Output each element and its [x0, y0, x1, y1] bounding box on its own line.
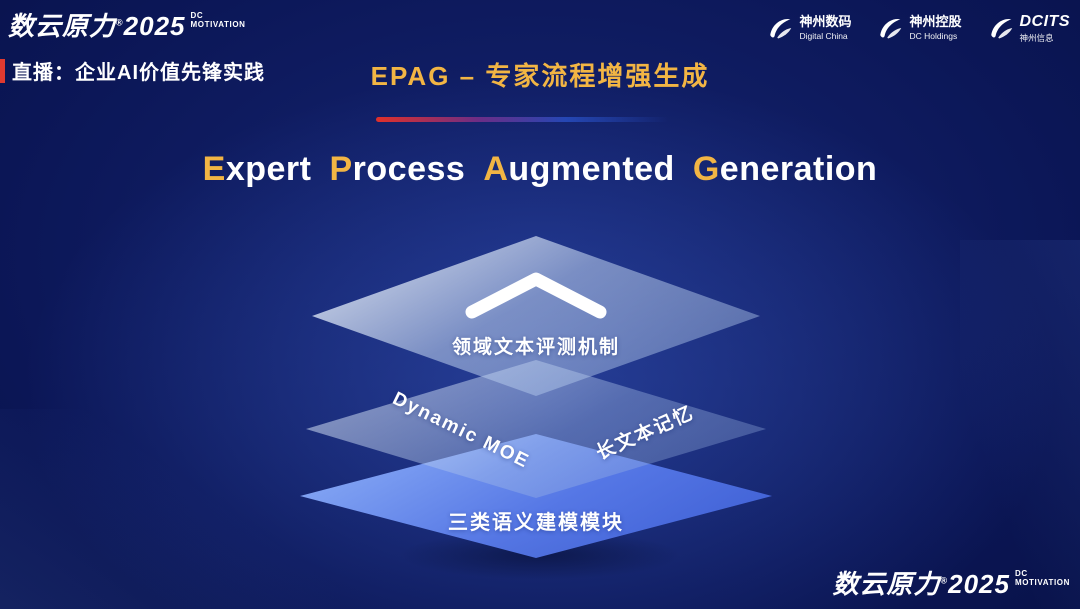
- background-streak-left: [0, 409, 340, 609]
- brand-wordmark: 数云原力®2025: [8, 6, 186, 43]
- brand-registered-mark: ®: [940, 575, 949, 586]
- logo-en-label: Digital China: [799, 30, 848, 41]
- logo-text: 神州数码 Digital China: [799, 14, 851, 42]
- headline-rest: rocess: [352, 150, 466, 188]
- page-title: EPAG – 专家流程增强生成: [370, 61, 710, 91]
- brand-sub-line1: DC: [190, 11, 204, 20]
- headline-rest: xpert: [225, 150, 312, 188]
- logo-dc-holdings: 神州控股 DC Holdings: [875, 14, 962, 42]
- chevron-up-icon: [465, 272, 607, 319]
- brand-registered-mark: ®: [116, 17, 124, 28]
- layer-top-label: 领域文本评测机制: [451, 337, 621, 358]
- headline-word: Expert: [203, 150, 312, 189]
- logo-digital-china: 神州数码 Digital China: [765, 14, 851, 42]
- brand-sub-line2: MOTIVATION: [1014, 578, 1070, 588]
- logo-en-label: DC Holdings: [909, 30, 958, 41]
- logo-cn-label: DCITS: [1019, 13, 1070, 30]
- headline-word: Augmented: [483, 150, 675, 189]
- live-accent-bar: [0, 58, 5, 83]
- live-label: 直播：企业AI价值先锋实践: [12, 62, 265, 84]
- headline-cap: A: [483, 150, 509, 188]
- gradient-divider: [376, 117, 668, 122]
- brand-year: 2025: [123, 11, 186, 41]
- brand-sub-line2: MOTIVATION: [190, 20, 246, 30]
- brand-subtext: DC MOTIVATION: [191, 11, 246, 29]
- headline-cap: G: [692, 150, 720, 188]
- headline-word: Process: [329, 150, 465, 189]
- logo-cn-label: 神州数码: [799, 13, 852, 29]
- brand-logo-top-left: 数云原力®2025 DC MOTIVATION: [8, 6, 246, 43]
- logo-text: 神州控股 DC Holdings: [909, 14, 961, 42]
- brand-name: 数云原力: [8, 11, 117, 41]
- brand-wordmark: 数云原力®2025: [832, 564, 1010, 601]
- swoosh-logo-icon: [990, 18, 1012, 39]
- logo-dcits: DCITS 神州信息: [986, 12, 1071, 44]
- logo-cn-label: 神州控股: [909, 13, 962, 29]
- logo-en-label: 神州信息: [1019, 32, 1054, 43]
- logo-text: DCITS 神州信息: [1020, 12, 1071, 44]
- headline-cap: P: [329, 150, 353, 188]
- headline-word: Generation: [693, 150, 878, 189]
- partner-logos: 神州数码 Digital China 神州控股 DC Holdings DCIT…: [765, 12, 1070, 44]
- headline: Expert Process Augmented Generation: [0, 150, 1080, 189]
- layer-bottom-label: 三类语义建模模块: [448, 512, 624, 534]
- headline-cap: E: [202, 150, 226, 188]
- brand-year: 2025: [948, 569, 1010, 599]
- background-streak-right: [960, 240, 1080, 609]
- brand-subtext: DC MOTIVATION: [1015, 569, 1070, 587]
- brand-name: 数云原力: [832, 569, 941, 599]
- live-strip: 直播：企业AI价值先锋实践: [0, 56, 265, 85]
- swoosh-logo-icon: [770, 18, 792, 39]
- brand-sub-line1: DC: [1014, 569, 1028, 578]
- headline-rest: eneration: [719, 150, 878, 188]
- swoosh-logo-icon: [880, 18, 902, 39]
- brand-logo-bottom-right: 数云原力®2025 DC MOTIVATION: [832, 564, 1070, 601]
- headline-rest: ugmented: [508, 150, 675, 188]
